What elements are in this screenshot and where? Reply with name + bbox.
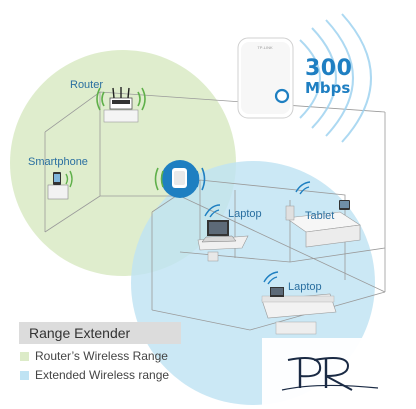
legend-item-label: Extended Wireless range xyxy=(35,368,170,382)
speed-value: 300 xyxy=(305,56,353,81)
legend-item-extended-range: Extended Wireless range xyxy=(19,368,195,382)
smartphone-label: Smartphone xyxy=(28,156,88,168)
legend-title: Range Extender xyxy=(19,322,181,344)
svg-text:TP-LINK: TP-LINK xyxy=(257,45,273,50)
legend-item-label: Router’s Wireless Range xyxy=(35,349,168,363)
tablet-label: Tablet xyxy=(305,210,335,222)
router-icon xyxy=(96,87,146,123)
speed-badge: 300 Mbps xyxy=(305,58,352,96)
smartphone-icon xyxy=(47,170,73,200)
laptop-icon-lower xyxy=(261,271,337,335)
laptop-lower-label: Laptop xyxy=(288,281,322,293)
legend-item-router-range: Router’s Wireless Range xyxy=(19,349,195,363)
legend: Range Extender Router’s Wireless Range E… xyxy=(19,322,195,382)
brand-monogram-logo xyxy=(281,357,379,391)
speed-unit: Mbps xyxy=(305,79,351,97)
laptop-upper-label: Laptop xyxy=(228,208,262,220)
logo-backdrop xyxy=(262,338,416,409)
laptop-icon xyxy=(197,204,249,262)
router-label: Router xyxy=(70,79,104,91)
range-extender-icon xyxy=(154,160,206,198)
router-range-swatch xyxy=(20,351,29,361)
range-extender-product-photo: TP-LINK xyxy=(237,13,372,143)
tablet-icon xyxy=(285,181,361,248)
extended-range-swatch xyxy=(20,370,29,380)
